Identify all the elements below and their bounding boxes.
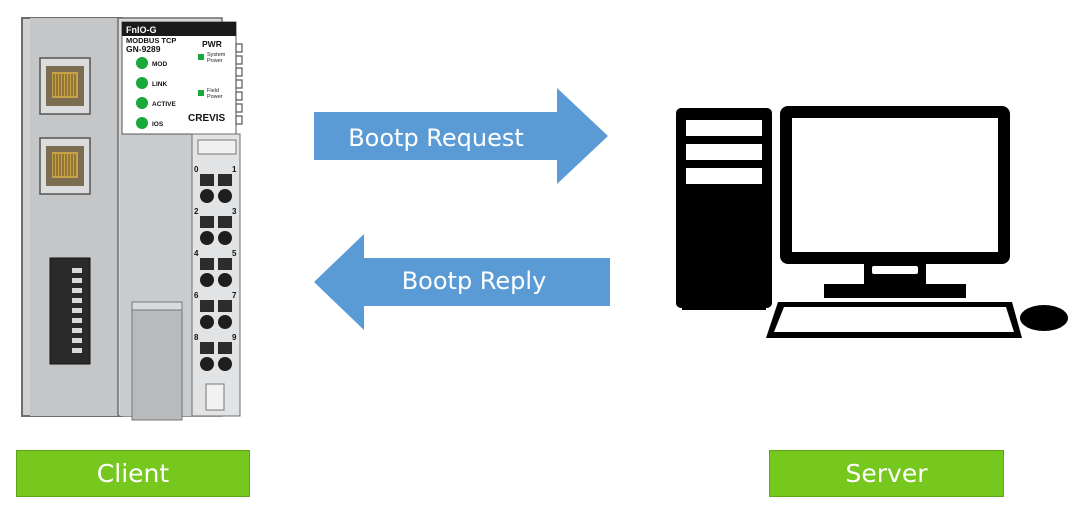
keyboard-icon bbox=[766, 302, 1022, 338]
bootp-reply-arrow: Bootp Reply bbox=[314, 234, 610, 330]
bootp-request-arrow: Bootp Request bbox=[314, 88, 608, 184]
device-model-line: FnIO-G bbox=[126, 25, 157, 35]
terminal-slot bbox=[218, 342, 232, 354]
terminal-slot bbox=[218, 258, 232, 270]
device-part-no: GN-9289 bbox=[126, 44, 161, 54]
terminal-slot bbox=[218, 216, 232, 228]
led-ios bbox=[136, 117, 148, 129]
client-label: Client bbox=[16, 450, 250, 497]
led-mod bbox=[136, 57, 148, 69]
terminal-slot bbox=[200, 342, 214, 354]
terminal-hole bbox=[200, 357, 214, 371]
dip-switch-block bbox=[49, 257, 91, 365]
terminal-slot bbox=[200, 174, 214, 186]
device-brand: CREVIS bbox=[188, 113, 226, 124]
server-label: Server bbox=[769, 450, 1004, 497]
client-device-illustration: FnIO-G MODBUS TCP GN-9289 PWR MOD LINK A… bbox=[21, 17, 243, 421]
terminal-hole bbox=[218, 357, 232, 371]
terminal-slot bbox=[218, 300, 232, 312]
terminal-number: 5 bbox=[232, 249, 237, 258]
terminal-number: 0 bbox=[194, 165, 199, 174]
device-pwr-label: PWR bbox=[202, 39, 222, 49]
terminal-number: 6 bbox=[194, 291, 199, 300]
led-link bbox=[136, 77, 148, 89]
terminal-number: 8 bbox=[194, 333, 199, 342]
terminal-hole bbox=[200, 231, 214, 245]
terminal-hole bbox=[200, 273, 214, 287]
terminal-hole bbox=[218, 315, 232, 329]
bootp-reply-label: Bootp Reply bbox=[402, 267, 547, 295]
led-label-link: LINK bbox=[152, 81, 167, 88]
terminal-hole bbox=[200, 315, 214, 329]
system-power-label-2: Power bbox=[207, 58, 223, 64]
terminal-hole bbox=[200, 189, 214, 203]
terminal-slot bbox=[200, 216, 214, 228]
system-power-label-1: System bbox=[207, 52, 226, 58]
monitor-icon bbox=[780, 106, 1010, 298]
server-computer-illustration bbox=[676, 106, 1068, 338]
terminal-number: 9 bbox=[232, 333, 237, 342]
field-power-label-1: Field bbox=[207, 88, 219, 94]
terminal-block: 0 1 2 3 4 5 6 7 8 9 bbox=[194, 165, 237, 371]
led-label-mod: MOD bbox=[152, 61, 167, 68]
led-label-active: ACTIVE bbox=[152, 101, 177, 108]
terminal-slot bbox=[218, 174, 232, 186]
system-power-indicator bbox=[198, 54, 204, 60]
terminal-number: 4 bbox=[194, 249, 199, 258]
mouse-icon bbox=[1020, 305, 1068, 331]
terminal-slot bbox=[200, 300, 214, 312]
field-power-indicator bbox=[198, 90, 204, 96]
ethernet-port-2 bbox=[39, 137, 91, 195]
terminal-number: 1 bbox=[232, 165, 237, 174]
terminal-hole bbox=[218, 189, 232, 203]
terminal-slot bbox=[200, 258, 214, 270]
terminal-number: 7 bbox=[232, 291, 237, 300]
bootp-request-label: Bootp Request bbox=[348, 124, 524, 152]
device-protocol: MODBUS TCP bbox=[126, 36, 176, 45]
computer-tower-icon bbox=[676, 108, 772, 310]
led-label-ios: IOS bbox=[152, 121, 164, 128]
terminal-number: 2 bbox=[194, 207, 199, 216]
terminal-number: 3 bbox=[232, 207, 237, 216]
side-ridges bbox=[235, 43, 243, 125]
field-power-label-2: Power bbox=[207, 94, 223, 100]
ethernet-port-1 bbox=[39, 57, 91, 115]
led-active bbox=[136, 97, 148, 109]
terminal-hole bbox=[218, 231, 232, 245]
terminal-hole bbox=[218, 273, 232, 287]
